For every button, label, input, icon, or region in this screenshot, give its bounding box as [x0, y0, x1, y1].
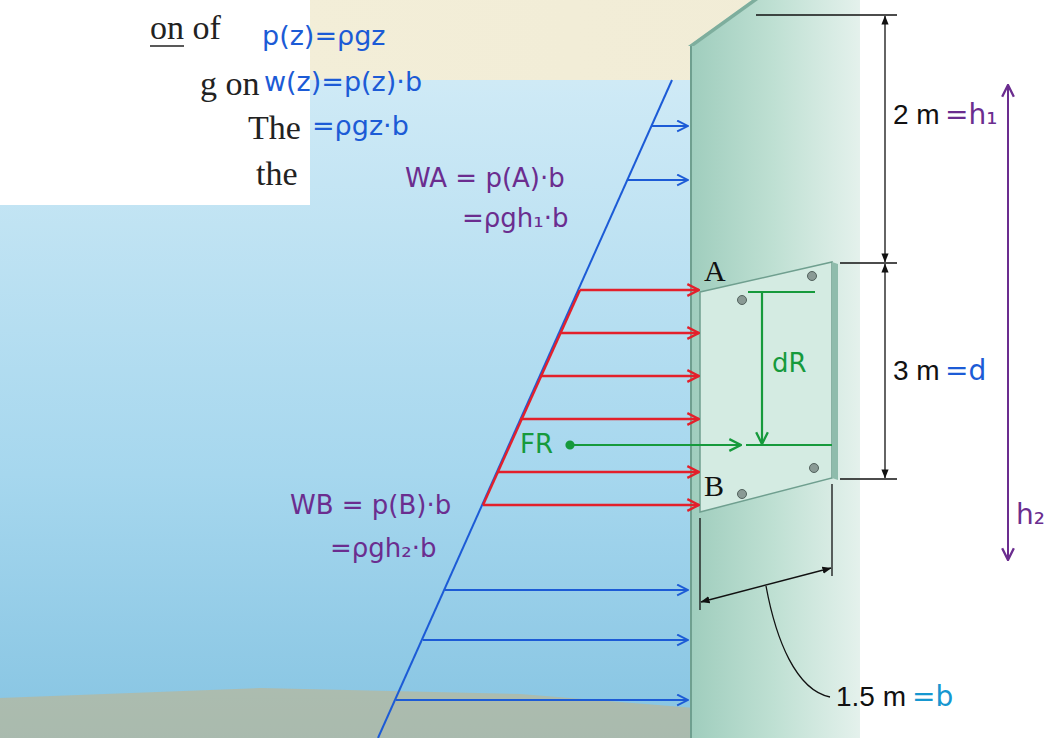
- pressure-arrow: [651, 125, 688, 127]
- load-arrow: [560, 332, 699, 334]
- slide-text: The: [248, 110, 301, 146]
- slide-text: the: [256, 156, 298, 192]
- resultant: [567, 292, 833, 449]
- extension-line: [699, 518, 700, 610]
- point-label: B: [704, 470, 724, 502]
- sky-background: [0, 0, 860, 738]
- dimension-label: 1.5 m: [836, 682, 906, 711]
- wall-edge: [690, 46, 692, 738]
- variable-label: =b: [912, 682, 953, 711]
- plate: [700, 262, 832, 512]
- leader-line: [766, 586, 830, 697]
- bolt: [738, 296, 747, 305]
- load-arrow: [497, 471, 699, 473]
- handwritten-equation: =ρgh₂·b: [330, 535, 436, 562]
- dimension-label: 3 m: [893, 356, 940, 385]
- extension-line: [756, 14, 897, 15]
- variable-label: dR: [772, 350, 807, 377]
- plate-load: [483, 290, 699, 505]
- load-arrow: [580, 289, 699, 291]
- extension-line: [840, 478, 897, 479]
- load-arrow: [483, 504, 699, 506]
- dimension-line: [701, 568, 831, 602]
- slide-text: on of: [150, 10, 221, 46]
- handwritten-equation: p(z)=ρgz: [262, 22, 385, 50]
- wall-face: [690, 0, 860, 738]
- slide-text: g on: [200, 66, 260, 102]
- bracket-tick: [748, 291, 815, 293]
- dimension-label: 2 m: [893, 100, 940, 129]
- extension-line: [831, 484, 832, 576]
- bolt: [810, 464, 819, 473]
- handwritten-equation: WB = p(B)·b: [290, 492, 451, 519]
- plate-edge: [832, 262, 838, 480]
- dimension-lines: [700, 15, 897, 697]
- bolt: [738, 490, 747, 499]
- load-arrow: [520, 418, 699, 420]
- bracket-arrow: [761, 293, 763, 444]
- wall-top-edge: [688, 0, 758, 46]
- variable-label: FR: [520, 431, 553, 458]
- variable-label: h₂: [1016, 500, 1045, 529]
- dimension-line: [884, 264, 885, 478]
- pressure-arrow: [396, 699, 688, 701]
- pressure-distribution: [378, 80, 688, 738]
- load-arrow: [540, 375, 699, 377]
- handwritten-equation: WA = p(A)·b: [405, 165, 565, 192]
- handwritten-equation: =ρgz·b: [312, 112, 409, 140]
- dimension-line: [884, 16, 885, 262]
- bracket-tick: [746, 444, 832, 446]
- bolts: [738, 272, 819, 499]
- variable-label: =h₁: [945, 100, 997, 129]
- pressure-arrow: [423, 639, 688, 641]
- handwritten-equation: =ρgh₁·b: [462, 205, 568, 232]
- resultant-point: [567, 442, 574, 449]
- depth-arrow: [1007, 85, 1009, 560]
- resultant-arrow: [574, 444, 741, 446]
- point-label: A: [704, 255, 726, 287]
- bolt: [808, 272, 817, 281]
- pressure-arrow: [627, 179, 688, 181]
- pressure-arrow: [445, 589, 688, 591]
- sea-floor: [0, 688, 695, 738]
- extension-line: [840, 262, 897, 263]
- variable-label: =d: [945, 356, 986, 385]
- handwritten-equation: w(z)=p(z)·b: [264, 68, 422, 96]
